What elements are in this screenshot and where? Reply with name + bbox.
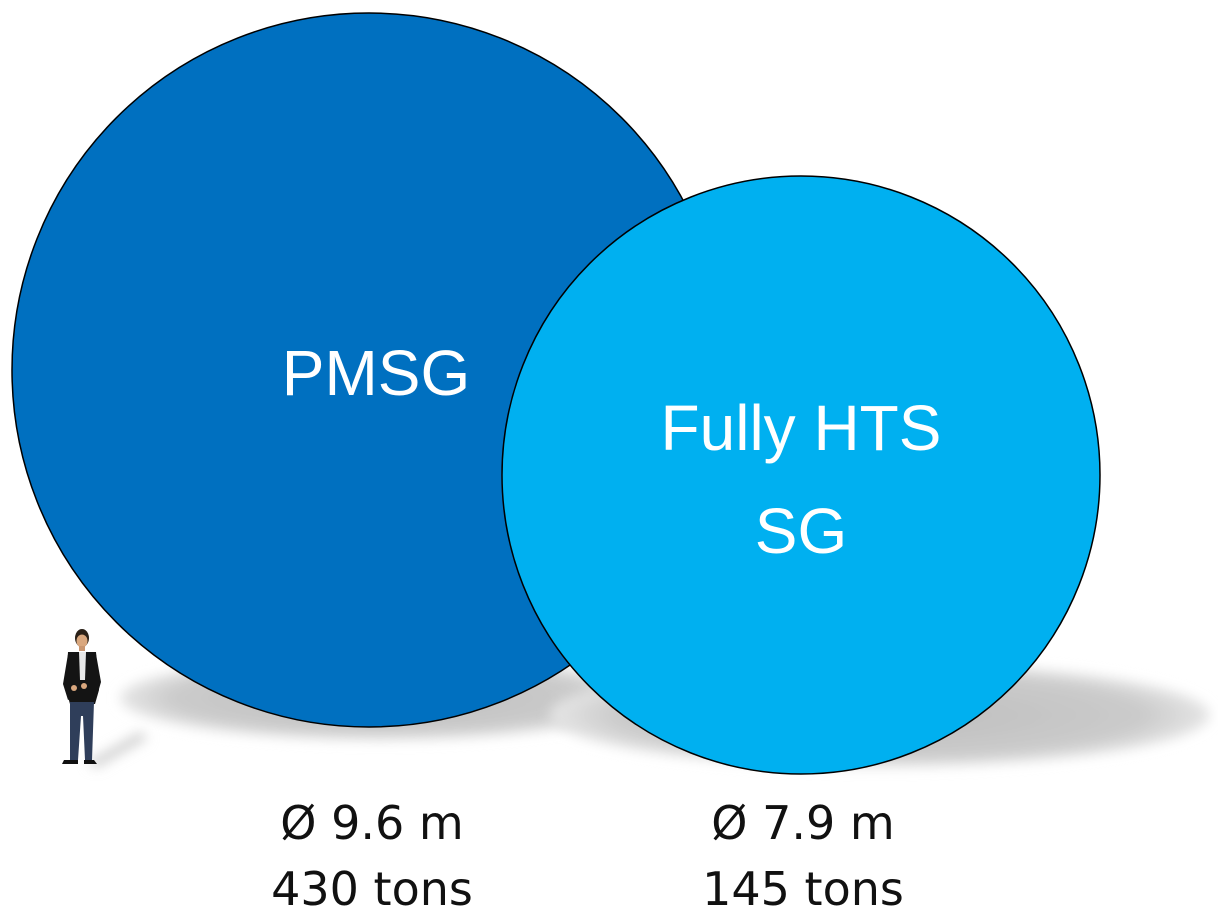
- pmsg-weight: 430 tons: [271, 862, 473, 916]
- person-shadow: [88, 732, 148, 768]
- pmsg-diameter: Ø 9.6 m: [280, 796, 464, 850]
- hts-label-line1: Fully HTS: [661, 392, 942, 464]
- standing-person-icon: [62, 629, 101, 764]
- hts-circle: [501, 175, 1101, 775]
- hts-specs: Ø 7.9 m 145 tons: [643, 790, 963, 922]
- hts-weight: 145 tons: [702, 862, 904, 916]
- pmsg-label: PMSG: [282, 337, 470, 409]
- hts-label-line2: SG: [755, 495, 847, 567]
- hts-diameter: Ø 7.9 m: [711, 796, 895, 850]
- pmsg-specs: Ø 9.6 m 430 tons: [212, 790, 532, 922]
